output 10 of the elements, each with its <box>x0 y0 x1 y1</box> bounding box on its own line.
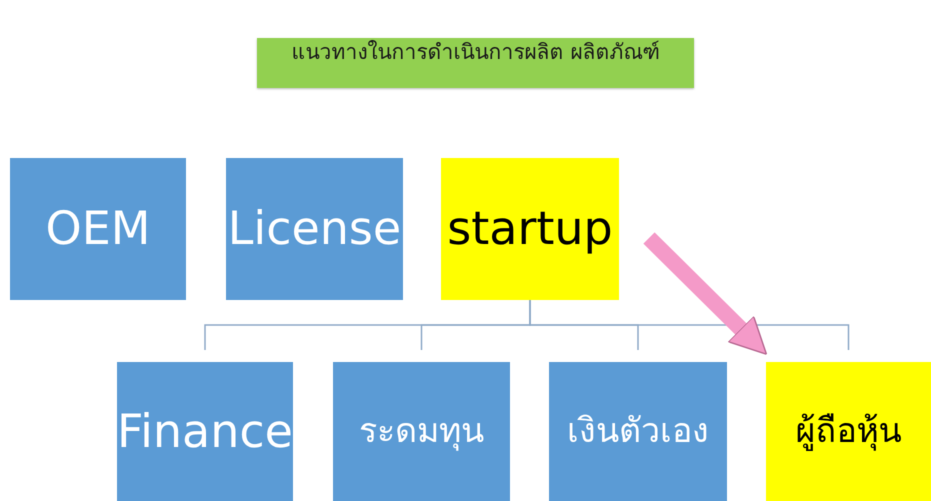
process-box: startup <box>441 158 619 300</box>
process-box: เงินตัวเอง <box>549 362 727 501</box>
process-box: License <box>226 158 403 300</box>
block-arrow <box>643 232 768 355</box>
process-box: Finance <box>117 362 293 501</box>
process-box: ผู้ถือหุ้น <box>766 362 931 501</box>
connector-line <box>529 300 850 350</box>
process-box: OEM <box>10 158 186 300</box>
title-box: แนวทางในการดำเนินการผลิต ผลิตภัณฑ์ <box>257 38 694 88</box>
process-box: ระดมทุน <box>333 362 510 501</box>
